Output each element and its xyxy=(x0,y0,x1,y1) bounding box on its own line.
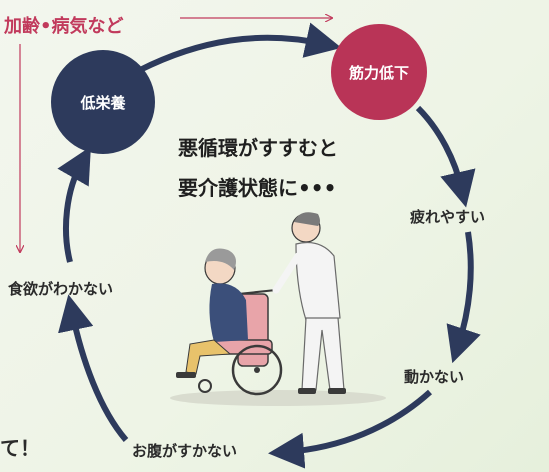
cut-off-text: て！ xyxy=(0,436,40,460)
arrow-muscle-to-tired xyxy=(415,105,476,208)
node-muscle-label: 筋力低下 xyxy=(348,64,409,82)
center-line-1: 悪循環がすすむと xyxy=(178,136,338,160)
node-malnutrition xyxy=(51,50,155,154)
arrow-malnutrition-to-muscle xyxy=(138,22,342,73)
label-tired: 疲れやすい xyxy=(410,208,486,226)
arrow-hungry-to-appetite xyxy=(58,294,129,442)
label-no-appetite: 食欲がわかない xyxy=(8,280,114,298)
center-message: 悪循環がすすむと 要介護状態に••• xyxy=(178,128,338,208)
caregiver-wheelchair-illustration xyxy=(170,212,386,406)
label-no-move: 動かない xyxy=(404,368,465,386)
arrow-tired-to-nomove xyxy=(446,231,481,364)
trigger-label: 加齢•病気など xyxy=(4,16,124,37)
arrow-nomove-to-hungry xyxy=(268,389,433,469)
node-malnutrition-label: 低栄養 xyxy=(80,94,126,112)
node-muscle-weakness xyxy=(331,24,427,120)
center-line-2: 要介護状態に••• xyxy=(178,176,337,200)
arrow-appetite-to-malnutrition xyxy=(57,146,91,263)
label-not-hungry: お腹がすかない xyxy=(132,442,238,460)
